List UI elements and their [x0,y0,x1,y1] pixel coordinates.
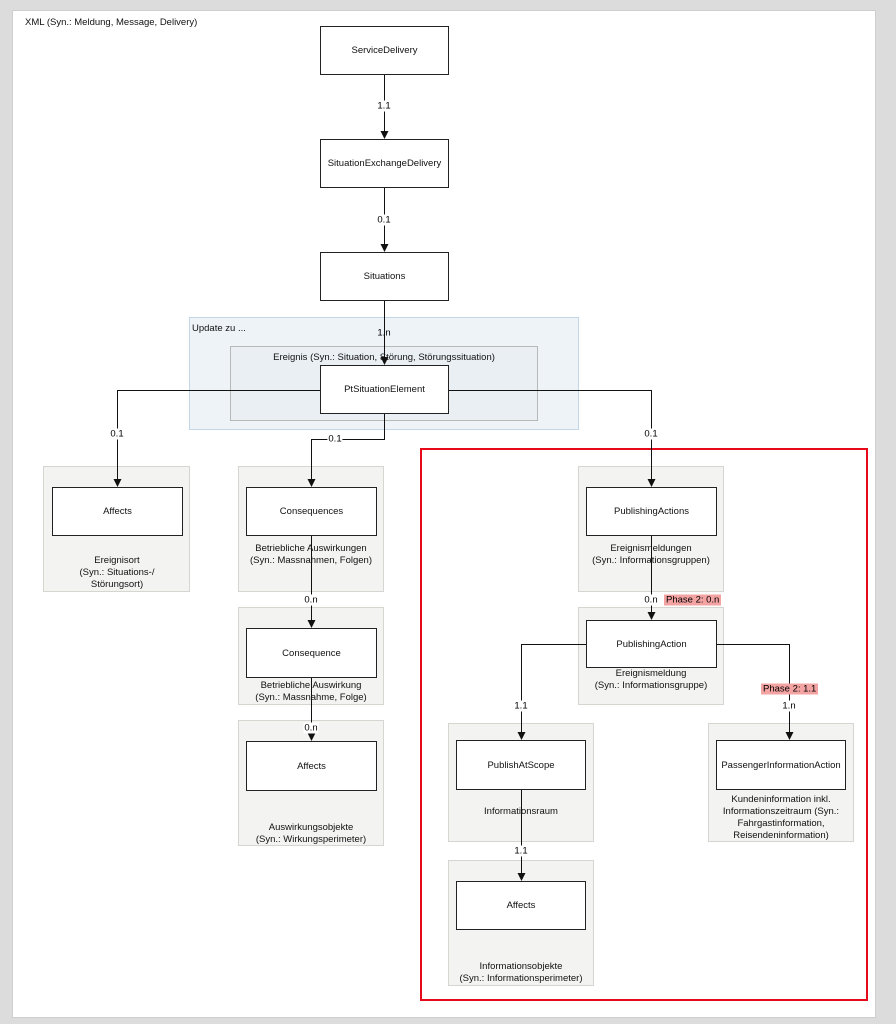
caption-auswirkungsobjekte-2: (Syn.: Wirkungsperimeter) [255,834,367,845]
mult-pse-consequences: 0.1 [327,433,343,445]
mult-pa-passenger: 1.n [781,700,797,712]
caption-kundeninformation-4: Reisendeninformation) [733,830,829,841]
caption-betriebliche-auswirkung-1: Betriebliche Auswirkung [260,680,362,691]
mult-sit-pse: 1.n [377,327,391,339]
mult-pa-scope: 1.1 [513,700,529,712]
caption-betriebliche-auswirkungen-2: (Syn.: Massnahmen, Folgen) [250,555,372,566]
node-situation-exchange-delivery: SituationExchangeDelivery [320,139,449,188]
mult-pas-pa: 0.n [643,594,659,606]
mult-pse-publishing-actions: 0.1 [643,428,659,440]
phase-label-pas-pa: Phase 2: 0.n [664,594,722,606]
diagram-title: XML (Syn.: Meldung, Message, Delivery) [25,17,198,28]
phase-label-pa-passenger: Phase 2: 1.1 [761,683,819,695]
caption-betriebliche-auswirkung-2: (Syn.: Massnahme, Folge) [255,692,367,703]
caption-informationsraum: Informationsraum [484,806,558,817]
caption-ereignisort-1: Ereignisort [94,555,140,566]
caption-ereignismeldung-1: Ereignismeldung [615,668,687,679]
caption-ereignismeldungen-1: Ereignismeldungen [610,543,692,554]
node-publish-at-scope: PublishAtScope [456,740,586,790]
node-pt-situation-element: PtSituationElement [320,365,449,414]
mult-sed-sit: 0.1 [376,214,392,226]
caption-kundeninformation-1: Kundeninformation inkl. [731,794,831,805]
mult-consequences-consequence: 0.n [303,594,319,606]
caption-ereignisort-3: Störungsort) [90,579,144,590]
edge-pa-scope [517,644,586,740]
caption-ereignismeldung-2: (Syn.: Informationsgruppe) [594,680,708,691]
caption-kundeninformation-3: Fahrgastinformation, [737,818,825,829]
caption-auswirkungsobjekte-1: Auswirkungsobjekte [268,822,354,833]
mult-sd-sed: 1.1 [376,100,392,112]
caption-kundeninformation-2: Informationszeitraum (Syn.: [722,806,840,817]
caption-betriebliche-auswirkungen-1: Betriebliche Auswirkungen [255,543,367,554]
highlight-frame [420,448,868,1001]
edge-pse-affects [113,390,320,487]
node-affects-scope: Affects [456,881,586,930]
caption-informationsobjekte-1: Informationsobjekte [479,961,563,972]
node-affects-ereignisort: Affects [52,487,183,536]
node-situations: Situations [320,252,449,301]
node-passenger-information-action: PassengerInformationAction [716,740,846,790]
caption-informationsobjekte-2: (Syn.: Informationsperimeter) [459,973,583,984]
mult-consequence-affects: 0.n [303,722,319,734]
node-affects-consequence: Affects [246,741,377,791]
node-consequences: Consequences [246,487,377,536]
update-label: Update zu ... [192,323,246,334]
edge-pse-publishing-actions [449,390,656,487]
caption-ereignisort-2: (Syn.: Situations-/ [79,567,155,578]
node-publishing-actions: PublishingActions [586,487,717,536]
node-service-delivery: ServiceDelivery [320,26,449,75]
caption-ereignismeldungen-2: (Syn.: Informationsgruppen) [592,555,710,566]
mult-pse-affects: 0.1 [109,428,125,440]
node-consequence: Consequence [246,628,377,678]
edge-pse-consequences [307,414,385,487]
mult-scope-affects: 1.1 [513,845,529,857]
node-publishing-action: PublishingAction [586,620,717,668]
